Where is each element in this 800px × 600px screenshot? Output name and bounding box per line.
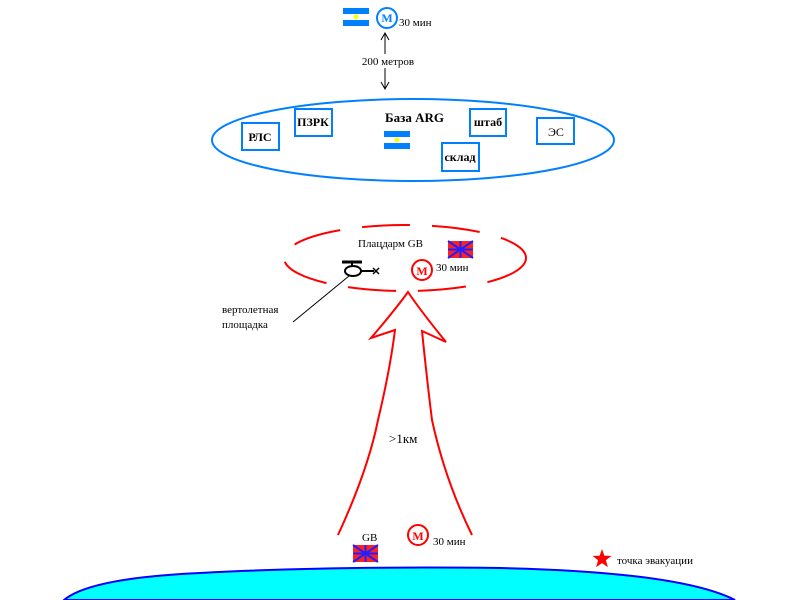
unit-shtab: штаб <box>469 108 507 137</box>
mine-marker-icon: М <box>376 7 398 29</box>
advance-distance-label: >1км <box>389 431 417 446</box>
unit-rls: РЛС <box>241 122 280 151</box>
unit-es: ЭС <box>536 117 575 145</box>
gb-landing: GB М 30 мин <box>352 524 466 563</box>
distance-arrow: 200 метров <box>355 31 421 91</box>
svg-text:ЭС: ЭС <box>548 125 564 139</box>
marker-letter: М <box>412 529 423 543</box>
helipad-label-line1: вертолетная <box>222 304 278 316</box>
unit-sklad: склад <box>441 142 480 172</box>
unit-pzrk: ПЗРК <box>294 108 333 137</box>
svg-text:ПЗРК: ПЗРК <box>297 115 329 129</box>
gb-bridgehead-title: Плацдарм GB <box>358 238 423 250</box>
svg-text:РЛС: РЛС <box>248 130 271 144</box>
union-jack-flag <box>447 240 474 259</box>
marker-letter: М <box>416 264 427 278</box>
marker-time-label: 30 мин <box>436 262 469 274</box>
marker-time-label: 30 мин <box>399 17 432 29</box>
arg-outpost: М 30 мин <box>343 7 432 29</box>
sea-area <box>62 566 736 600</box>
star-icon <box>592 549 612 568</box>
helicopter-icon <box>342 260 380 277</box>
marker-letter: М <box>381 11 392 25</box>
argentina-flag <box>343 8 369 26</box>
gb-bridgehead: Плацдарм GB М 30 мин <box>283 224 527 292</box>
svg-text:склад: склад <box>444 150 475 164</box>
arg-base: База ARG РЛС ПЗРК штаб ЭС склад <box>211 98 615 182</box>
union-jack-flag <box>352 544 379 563</box>
arg-base-boundary <box>211 98 615 182</box>
gb-label: GB <box>362 532 377 544</box>
distance-label: 200 метров <box>362 56 414 68</box>
svg-text:штаб: штаб <box>474 115 502 129</box>
evacuation-label: точка эвакуации <box>617 555 693 567</box>
advance-arrow: >1км <box>337 290 473 536</box>
gb-bridgehead-boundary <box>283 224 527 292</box>
mine-marker-icon: М <box>407 524 429 546</box>
arg-base-title: База ARG <box>385 110 444 125</box>
helipad-callout: вертолетная площадка <box>222 275 350 331</box>
argentina-flag <box>384 131 410 149</box>
evacuation-point: точка эвакуации <box>592 549 693 568</box>
marker-time-label: 30 мин <box>433 536 466 548</box>
helipad-label-line2: площадка <box>222 319 268 331</box>
mine-marker-icon: М <box>411 259 433 281</box>
